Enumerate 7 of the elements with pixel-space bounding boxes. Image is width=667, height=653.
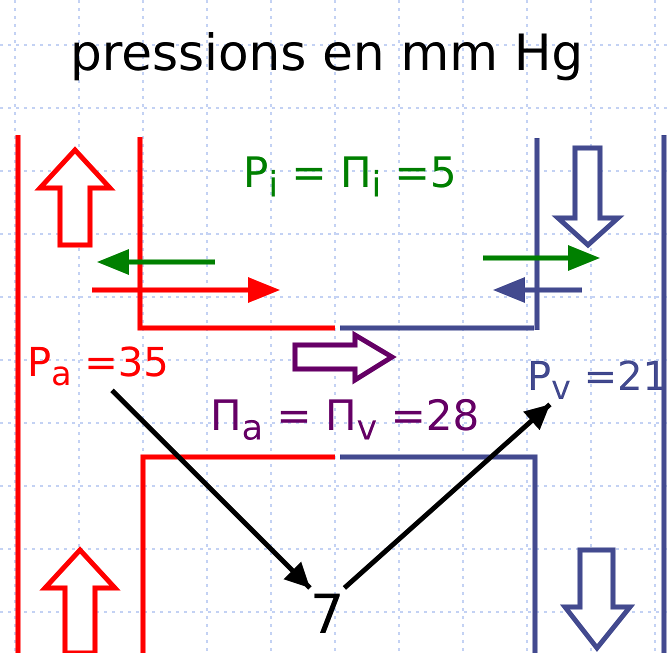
value-label: P$_{a}$ =35 <box>27 343 169 390</box>
formula-label: P$_{i}$ = Π$_{i}$ =5 <box>243 152 457 204</box>
value-label: P$_{v}$ =21 <box>527 357 667 404</box>
value-label: 7 <box>310 588 344 642</box>
title: pressions en mm Hg <box>70 28 584 78</box>
arrow <box>342 402 552 590</box>
formula-label: Π$_{a}$ = Π$_{v}$ =28 <box>210 395 480 446</box>
